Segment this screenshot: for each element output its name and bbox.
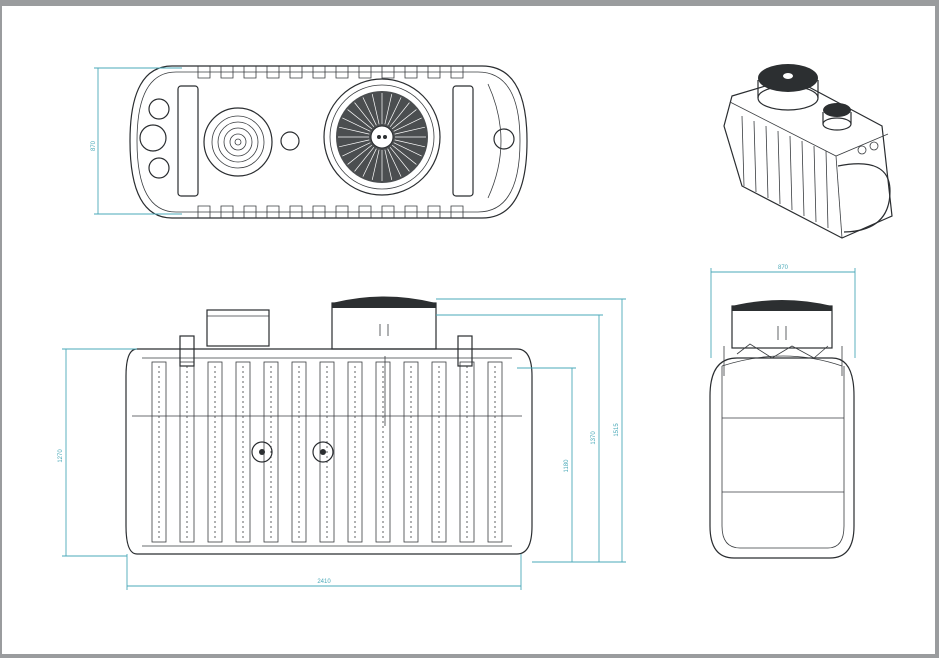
technical-drawing: 870 (58, 64, 893, 590)
top-view-width-label: 870 (91, 140, 97, 151)
side-view (125, 296, 533, 555)
body-height-label: 1270 (58, 449, 64, 463)
drawing-sheet: 870 (2, 6, 935, 654)
isometric-view (723, 64, 893, 239)
side-view-dimensions: 2410 1270 1180 1370 1515 (58, 298, 626, 590)
end-view (709, 300, 855, 559)
top-view-width-dimension: 870 (91, 67, 182, 215)
end-view-width-label: 870 (778, 265, 789, 271)
inlet-height-label: 1180 (564, 459, 570, 473)
overall-length-label: 2410 (317, 579, 331, 585)
total-height-label: 1515 (614, 423, 620, 437)
end-view-width-dimension: 870 (710, 265, 856, 358)
top-view (129, 65, 528, 219)
outlet-height-label: 1370 (591, 431, 597, 445)
